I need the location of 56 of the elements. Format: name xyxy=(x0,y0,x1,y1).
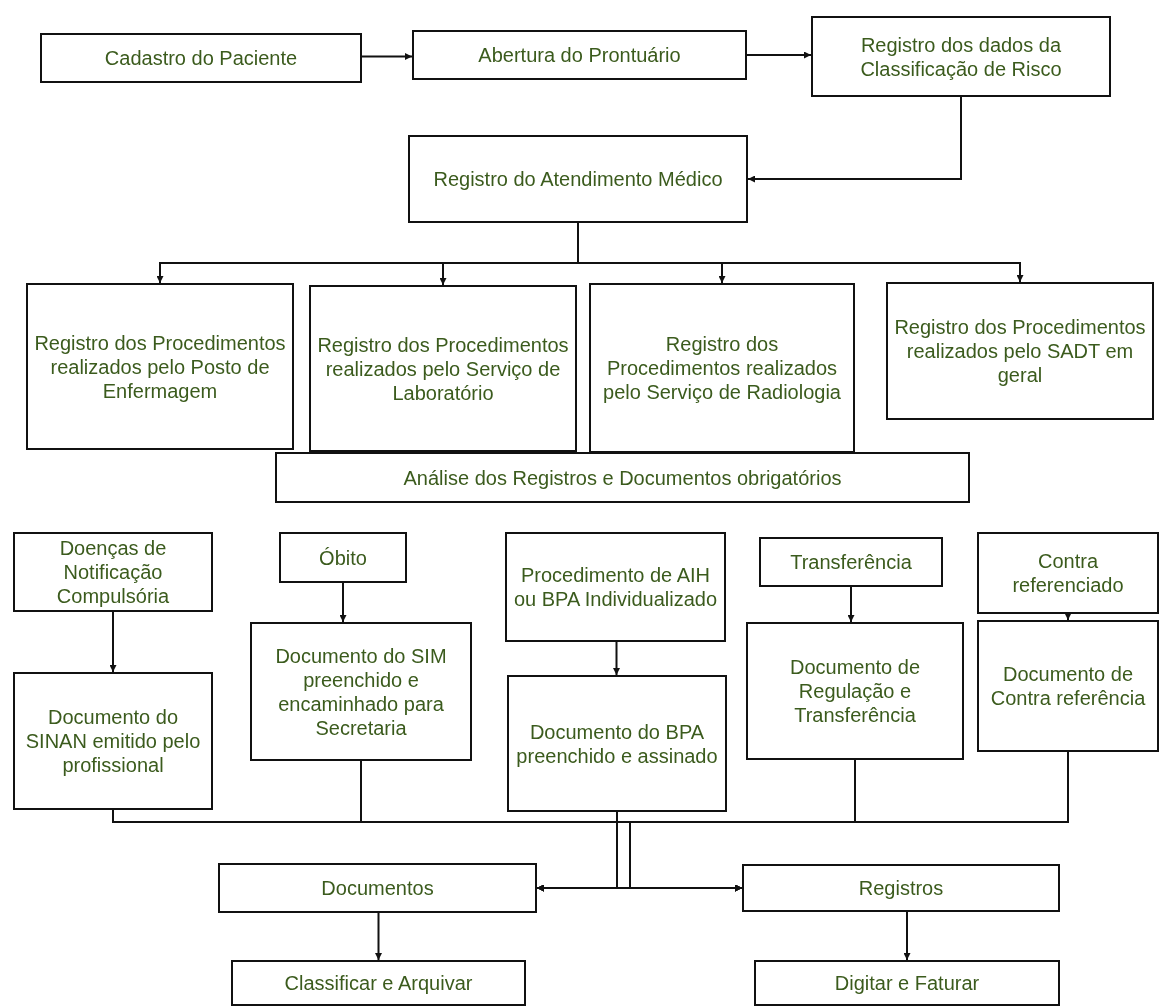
process-box xyxy=(742,864,1060,912)
box-label: Documento do BPA preenchido e assinado xyxy=(515,719,719,768)
process-box xyxy=(412,30,747,80)
process-box xyxy=(26,283,294,450)
process-box xyxy=(754,960,1060,1006)
connector-arrow xyxy=(847,586,855,623)
box-label: Doenças de Notificação Compulsória xyxy=(55,536,171,608)
box-label: Registro dos dados da Classificação de Risco xyxy=(859,32,1063,81)
box-label: Documento do SINAN emitido pelo profissional xyxy=(24,705,202,777)
process-box xyxy=(408,135,748,223)
process-box xyxy=(811,16,1111,97)
process-box xyxy=(13,532,213,612)
box-label: Registro do Atendimento Médico xyxy=(433,167,723,191)
process-box xyxy=(279,532,407,583)
connector-arrow xyxy=(903,911,911,961)
process-box xyxy=(977,620,1159,752)
process-box xyxy=(250,622,472,761)
box-label: Classificar e Arquivar xyxy=(284,971,473,995)
box-label: Documentos xyxy=(321,876,434,900)
box-label: Registro dos Procedimentos realizados pelo Posto de Enfermagem xyxy=(34,330,286,403)
process-box xyxy=(977,532,1159,614)
connector-arrow xyxy=(747,96,962,183)
process-box xyxy=(13,672,213,810)
box-label: Registro dos Procedimentos realizados pelo SADT em geral xyxy=(894,315,1146,387)
box-label: Documento do SIM preenchido e encaminhado para Secretaria xyxy=(274,643,448,740)
process-box xyxy=(759,537,943,587)
box-label: Registros xyxy=(858,876,944,900)
connector-arrow xyxy=(361,53,413,60)
process-box xyxy=(746,622,964,760)
box-label: Procedimento de AIH ou BPA Individualizado xyxy=(513,563,718,611)
box-label: Registro dos Procedimentos realizados pelo Serviço de Radiologia xyxy=(602,332,842,404)
process-box xyxy=(231,960,526,1006)
process-box xyxy=(505,532,726,642)
process-box xyxy=(218,863,537,913)
process-box xyxy=(275,452,970,503)
box-label: Documento de Contra referência xyxy=(989,662,1147,710)
box-label: Contra referenciado xyxy=(1011,549,1125,597)
process-box xyxy=(40,33,362,83)
box-label: Abertura do Prontuário xyxy=(478,43,681,67)
box-label: Óbito xyxy=(319,545,367,570)
process-box xyxy=(507,675,727,812)
box-label: Documento de Regulação e Transferência xyxy=(788,655,922,727)
process-box xyxy=(589,283,855,453)
connector-arrow xyxy=(339,582,347,623)
process-box xyxy=(309,285,577,452)
connector-arrow xyxy=(109,611,117,673)
process-box xyxy=(886,282,1154,420)
box-label: Cadastro do Paciente xyxy=(104,46,298,70)
box-label: Digitar e Faturar xyxy=(834,971,980,995)
box-label: Transferência xyxy=(790,550,912,574)
connector-arrow xyxy=(613,641,620,676)
connector-arrow xyxy=(375,912,382,961)
box-label: Registro dos Procedimentos realizados pelo Serviço de Laboratório xyxy=(317,332,569,405)
connector-arrow xyxy=(746,51,812,59)
connector-arrow xyxy=(1064,613,1072,621)
box-label: Análise dos Registros e Documentos obrigatórios xyxy=(403,465,842,490)
